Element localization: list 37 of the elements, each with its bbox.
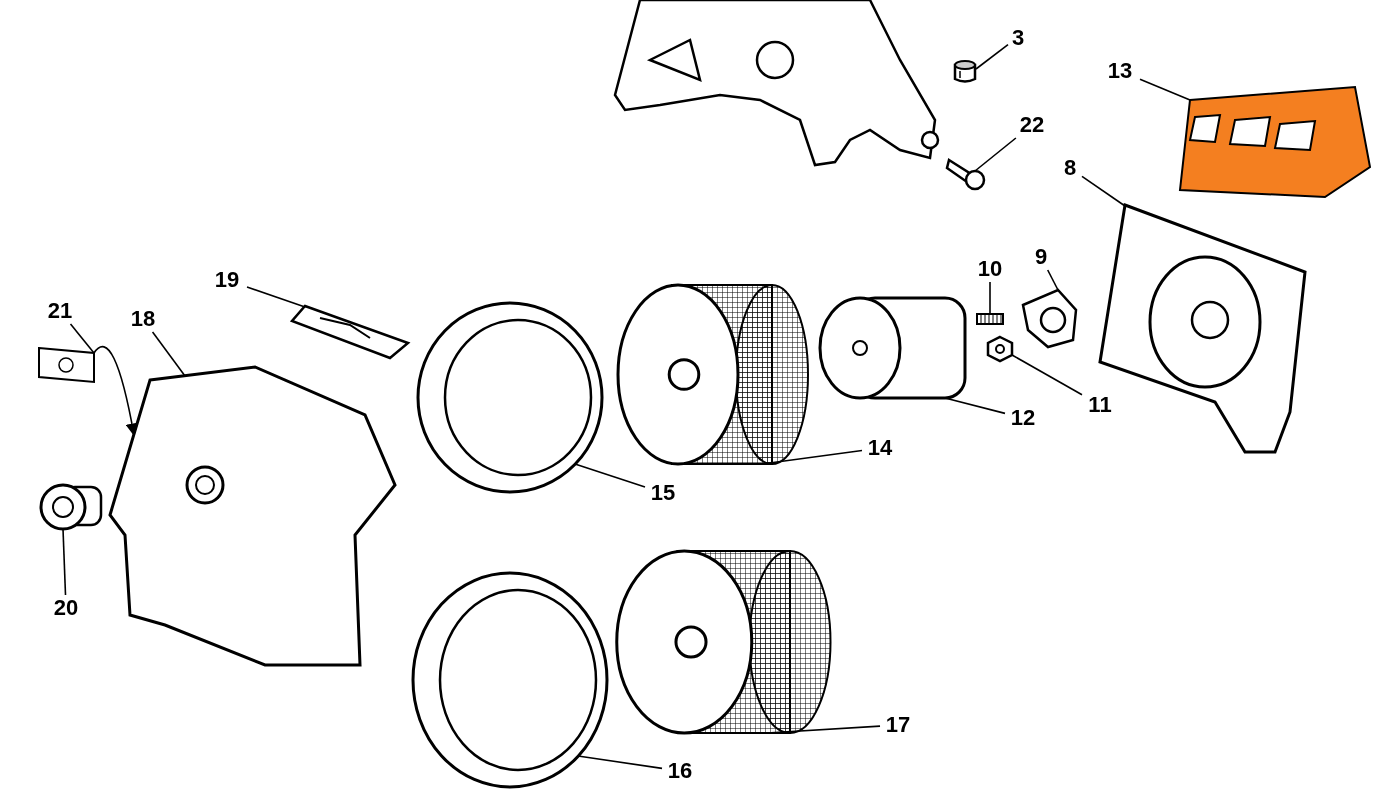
leader-line [62,528,67,596]
arrow [93,346,139,437]
callout-number: 13 [1100,58,1140,84]
callout-number: 21 [42,298,78,324]
callout-number: 3 [1008,25,1028,49]
leader-line [1139,78,1191,101]
leader-line [944,397,1006,415]
leader-line [1081,175,1126,207]
leader-line [69,323,95,354]
callout-number: 16 [662,758,698,784]
callout-number: 11 [1082,392,1118,418]
callout-number: 9 [1030,244,1052,270]
leader-line [975,43,1009,70]
callout-number: 12 [1005,405,1041,431]
sticker-drawing [36,345,98,385]
leader-line [574,463,646,488]
callout-number: 22 [1012,112,1052,138]
leader-line [974,137,1017,172]
leader-line [246,286,306,308]
callout-number: 14 [862,435,898,461]
leader-line [151,331,186,377]
leader-line [577,755,663,770]
nut-drawing [985,335,1015,363]
callout-number: 19 [207,267,247,293]
callout-number: 10 [972,256,1008,282]
leader-line [1011,354,1083,396]
filter-band-drawing [410,570,610,790]
leader-line [1046,269,1059,291]
callout-number: 18 [124,306,162,332]
plate-drawing [290,303,410,360]
callout-number: 8 [1058,155,1082,181]
plug-drawing [952,57,978,85]
callout-number: 15 [645,480,681,506]
callout-number: 20 [48,595,84,621]
filter-band-drawing [415,300,605,495]
leader-line [989,281,991,315]
callout-number: 17 [880,712,916,738]
